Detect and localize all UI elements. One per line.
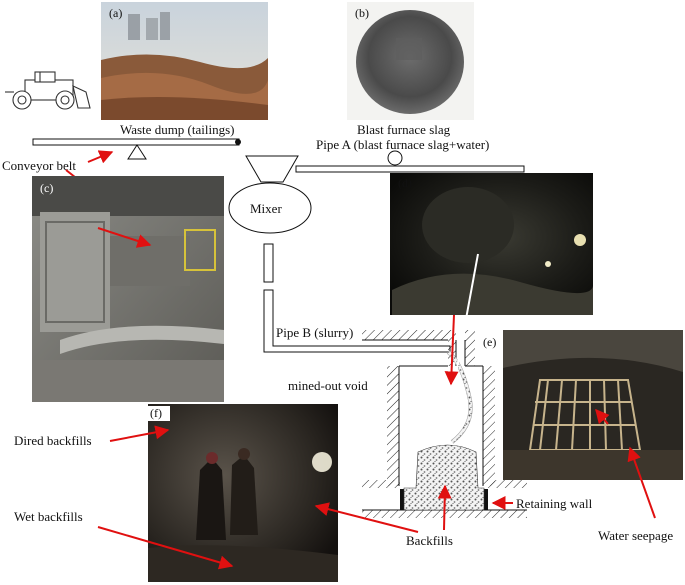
dired-backfills-label: Dired backfills <box>14 433 92 448</box>
panel-label-f-box: (f) <box>150 406 162 420</box>
wet-backfills-label: Wet backfills <box>14 509 83 524</box>
panel-label-b: (b) <box>355 6 369 20</box>
retaining-wall-photo-arrow <box>595 408 610 425</box>
water-seepage-label: Water seepage <box>598 528 673 543</box>
panel-label-c: (c) <box>40 181 53 195</box>
photo-d-mined-out-void: (d) <box>390 173 593 315</box>
mixer: Mixer <box>228 155 312 234</box>
photo-f-backfills: (f) <box>148 404 338 582</box>
backfills-photo-arrow <box>314 502 419 533</box>
conveyor-label-arrow <box>87 150 114 164</box>
panel-label-d: (d) <box>398 176 412 190</box>
pipe-a <box>295 150 525 173</box>
void-arrow <box>444 314 459 386</box>
panel-label-a: (a) <box>109 6 122 20</box>
waste-dump-label: Waste dump (tailings) <box>120 122 235 137</box>
pipe-a-label: Pipe A (blast furnace slag+water) <box>316 137 489 152</box>
loader-truck-icon <box>5 71 91 110</box>
photo-a-waste-dump: (a) <box>101 2 268 120</box>
photo-c-filtration-plant: (c) <box>32 176 224 402</box>
blast-furnace-slag-label: Blast furnace slag <box>357 122 451 137</box>
wet-backfills-arrow <box>97 526 234 570</box>
backfills-diagram-arrow <box>437 484 452 531</box>
conveyor-belt <box>32 138 241 160</box>
retaining-wall-label: Retaining wall <box>516 496 593 511</box>
pipe-b-label: Pipe B (slurry) <box>276 325 353 340</box>
photo-e-retaining-wall: (e) <box>488 330 683 480</box>
conveyor-belt-photo-arrow <box>97 227 152 248</box>
photo-b-blast-furnace-slag: (b) <box>347 2 474 120</box>
dired-backfills-arrow <box>109 425 170 442</box>
backfills-label: Backfills <box>406 533 453 548</box>
water-seepage-arrow <box>627 446 656 519</box>
mixer-label: Mixer <box>250 201 282 216</box>
mined-out-void-label: mined-out void <box>288 378 368 393</box>
void-arrow-white <box>453 253 479 385</box>
panel-label-e-box: (e) <box>483 335 496 349</box>
conveyor-belt-label: Conveyor belt <box>2 158 76 173</box>
